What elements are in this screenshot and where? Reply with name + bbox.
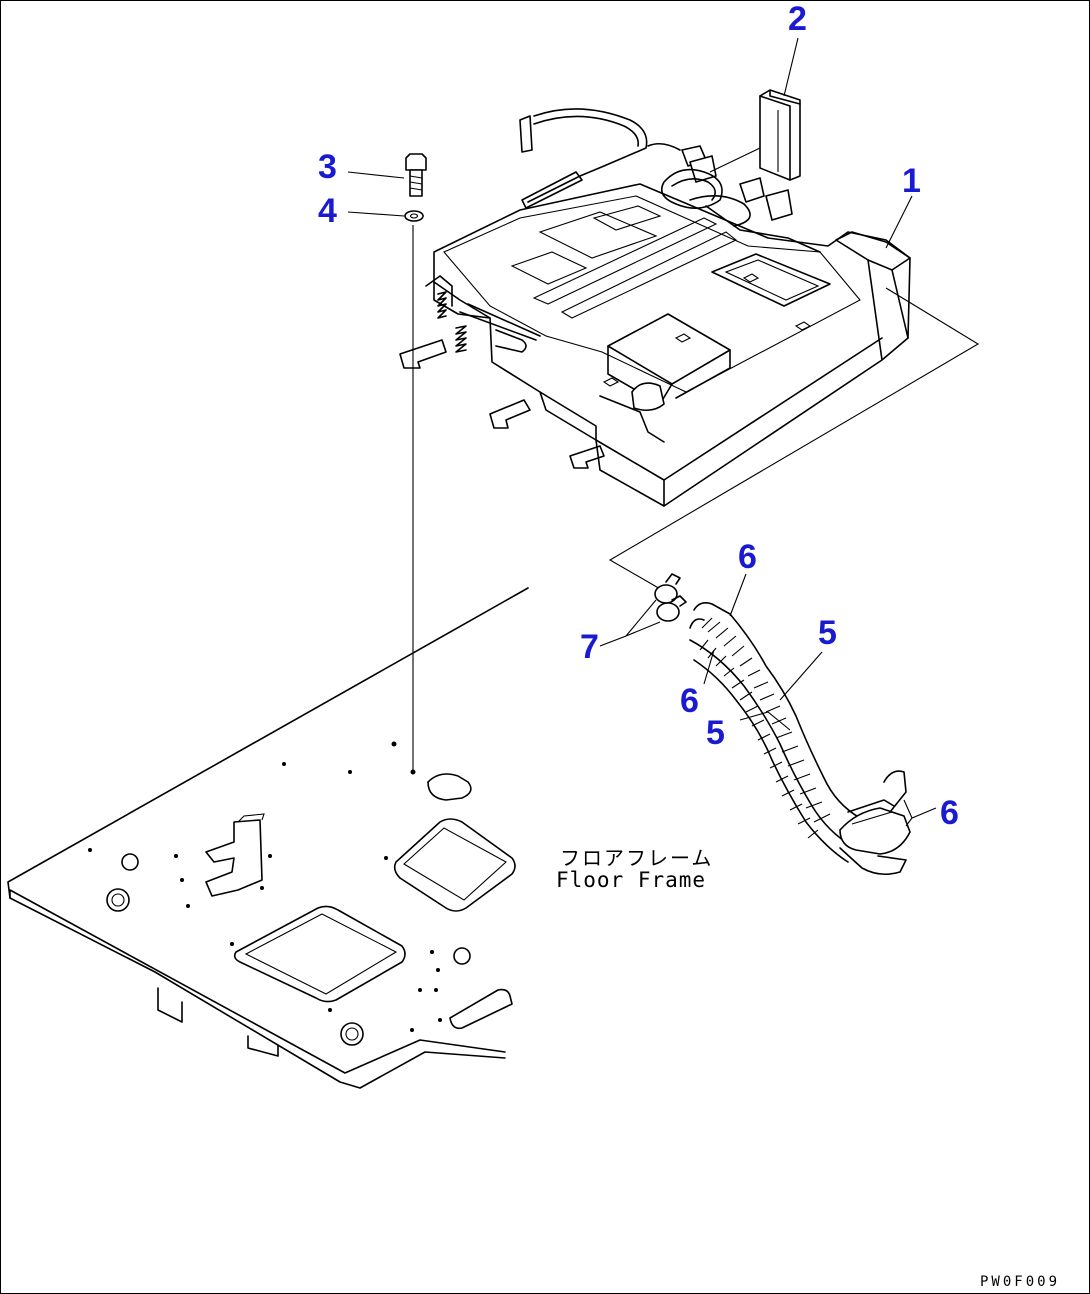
callout-5-upper[interactable]: 5 [818, 614, 837, 652]
washer-drawing [404, 210, 424, 222]
callout-6-upper[interactable]: 6 [738, 538, 757, 576]
callout-6-left[interactable]: 6 [680, 682, 699, 720]
callout-5-lower[interactable]: 5 [706, 714, 725, 752]
air-conditioner-unit-drawing [399, 183, 911, 507]
floor-frame-label-jp: フロアフレーム [560, 846, 714, 870]
callout-6-right[interactable]: 6 [940, 794, 959, 832]
bolt-drawing [405, 153, 427, 197]
callout-2[interactable]: 2 [788, 0, 807, 38]
floor-frame-label-en: Floor Frame [556, 868, 707, 892]
guide-lines [608, 287, 980, 591]
hose-clamp-drawing [654, 573, 687, 622]
drawing-code: PW0F009 [980, 1274, 1061, 1290]
leader-lines [347, 37, 937, 827]
callout-4[interactable]: 4 [318, 192, 337, 230]
callout-7[interactable]: 7 [580, 628, 599, 666]
springs [437, 291, 467, 353]
mounting-line [410, 225, 416, 775]
callout-1[interactable]: 1 [902, 162, 921, 200]
controller-drawing [759, 89, 801, 181]
floor-frame-drawing [7, 587, 529, 1089]
harness-drawing [519, 108, 821, 253]
duct-hose-drawing [689, 602, 911, 876]
callout-3[interactable]: 3 [318, 148, 337, 186]
